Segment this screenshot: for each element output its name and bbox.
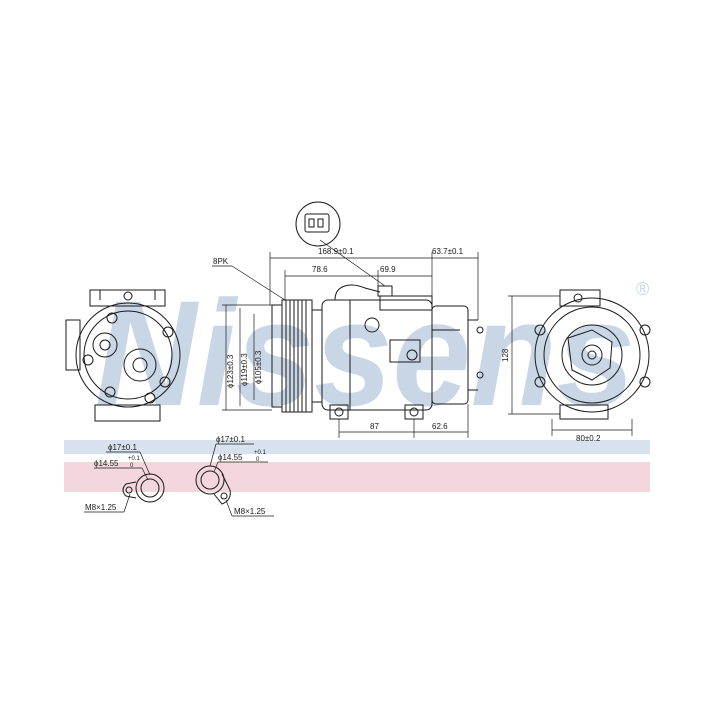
- dia-119-label: ϕ119±0.3: [240, 353, 249, 386]
- rear-view-port-upper: [92, 332, 118, 358]
- length-87-label: 87: [370, 422, 379, 431]
- dimension-lines: [212, 252, 633, 438]
- width-80-label: 80±0.2: [576, 434, 601, 443]
- rear-view-top-bracket: [89, 289, 166, 307]
- clutch-plate: [543, 306, 641, 404]
- rear-view-side-boss: [65, 319, 81, 371]
- length-78-label: 78.6: [312, 265, 328, 274]
- port-left-dia-17-label: ϕ17±0.1: [108, 443, 137, 452]
- watermark-band-pink: [64, 462, 650, 492]
- wiring-harness: [334, 284, 381, 301]
- port-detail-left: [84, 451, 165, 513]
- port-right-dia-17-label: ϕ17±0.1: [216, 435, 245, 444]
- port-right-dia-14-label: ϕ14.55: [218, 453, 243, 462]
- length-168-label: 168.9±0.1: [318, 247, 354, 256]
- side-view-drawing: [271, 239, 484, 420]
- length-63-label: 63.7±0.1: [432, 247, 464, 256]
- belt-type-label: 8PK: [213, 257, 229, 266]
- port-left-thread-label: M8×1.25: [85, 503, 117, 512]
- height-128-label: 128: [501, 348, 510, 362]
- registered-mark: ®: [636, 279, 649, 299]
- rear-view-drawing: [65, 289, 181, 422]
- connector-detail-circle: [295, 201, 341, 247]
- brand-watermark: Nissens: [95, 269, 635, 437]
- port-left-dia-14-label: ϕ14.55: [94, 459, 119, 468]
- front-view-drawing: [534, 289, 651, 420]
- length-69-label: 69.9: [380, 265, 396, 274]
- watermark-band-blue: [64, 440, 650, 454]
- body-top-bracket: [379, 295, 433, 311]
- port-left-tol-lower: 0: [130, 463, 134, 469]
- compressor-rear-head: [431, 305, 469, 405]
- front-view-housing: [534, 297, 650, 413]
- port-right-tol-upper: +0.1: [254, 450, 267, 456]
- clutch-hub: [581, 344, 603, 366]
- front-view-top-bracket: [559, 289, 601, 307]
- dia-105-label: ϕ105±0.3: [254, 350, 263, 384]
- rear-view-housing: [75, 302, 181, 408]
- connector-detail-callout: [295, 201, 341, 247]
- rear-view-port-lower: [123, 348, 157, 382]
- port-left-tol-upper: +0.1: [128, 456, 141, 462]
- dia-123-label: ϕ123±0.3: [226, 354, 235, 388]
- length-62-label: 62.6: [432, 422, 448, 431]
- rear-view-bottom-bracket: [94, 404, 161, 422]
- front-view-bottom-bracket: [559, 404, 609, 420]
- port-right-thread-label: M8×1.25: [234, 507, 266, 516]
- port-right-tol-lower: 0: [256, 457, 260, 463]
- port-detail-right: [195, 443, 274, 517]
